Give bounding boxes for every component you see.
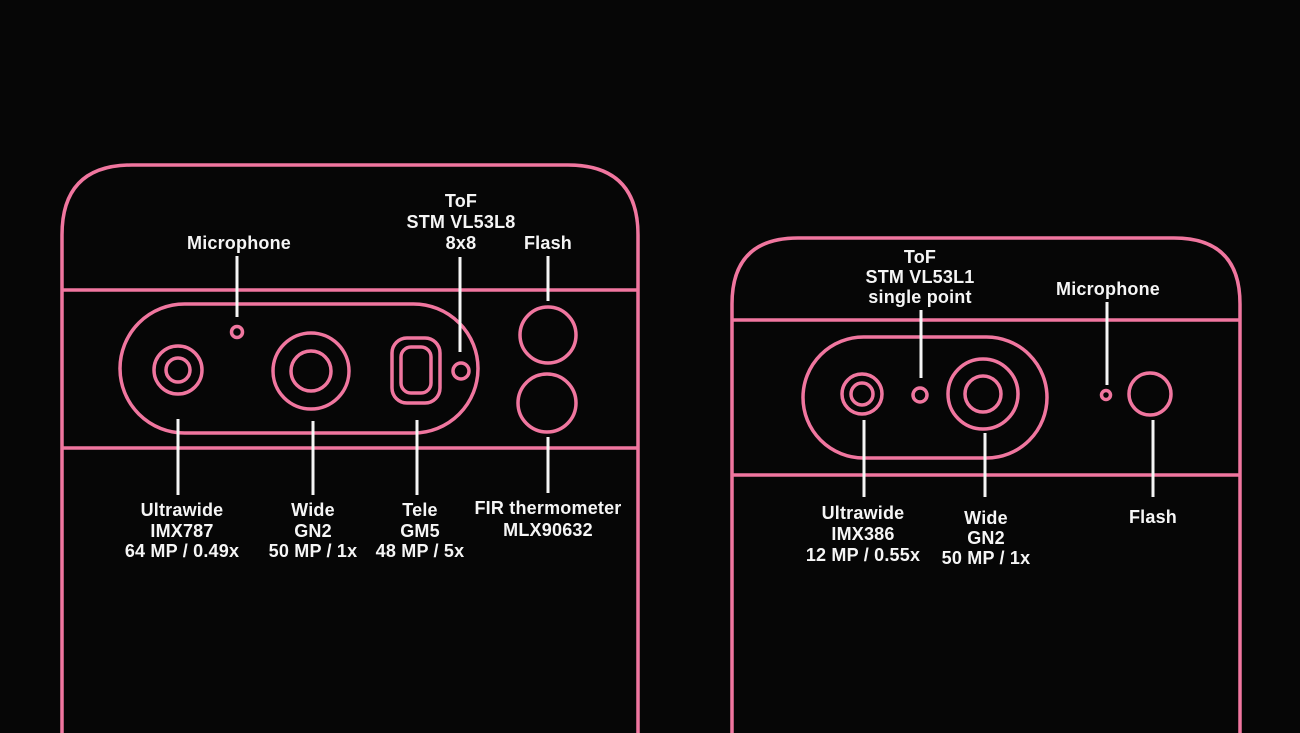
- right-phone: ToF STM VL53L1 single point Microphone U…: [730, 236, 1242, 733]
- left-camera-pill: [118, 302, 480, 435]
- left-tele-label-line3: 48 MP / 5x: [376, 541, 465, 561]
- right-wide-label-line3: 50 MP / 1x: [942, 548, 1031, 568]
- right-wide-lens-outer: [946, 357, 1020, 431]
- left-tof-label-line3: 8x8: [446, 233, 477, 253]
- left-microphone-hole: [229, 324, 245, 340]
- left-wide-label-line2: GN2: [294, 521, 332, 541]
- right-ultrawide-label-line3: 12 MP / 0.55x: [806, 545, 920, 565]
- left-flash-circle: [518, 305, 578, 365]
- left-fir-label-line1: FIR thermometer: [474, 498, 621, 518]
- right-tof-sensor: [911, 386, 929, 404]
- right-flash-label: Flash: [1129, 507, 1177, 527]
- right-microphone-hole: [1099, 388, 1113, 402]
- left-ultrawide-label-line1: Ultrawide: [141, 500, 224, 520]
- right-tof-label-line3: single point: [868, 287, 971, 307]
- left-tof-label-line2: STM VL53L8: [406, 212, 515, 232]
- right-microphone-label: Microphone: [1056, 279, 1160, 299]
- left-phone: Microphone ToF STM VL53L8 8x8 Flash Ultr…: [60, 163, 640, 733]
- left-tele-lens-inner: [399, 345, 433, 395]
- right-tof-label-line1: ToF: [904, 247, 936, 267]
- left-microphone-label: Microphone: [187, 233, 291, 253]
- right-ultrawide-lens-outer: [840, 372, 884, 416]
- right-wide-label-line2: GN2: [967, 528, 1005, 548]
- right-ultrawide-lens-inner: [849, 381, 875, 407]
- left-ultrawide-label-line3: 64 MP / 0.49x: [125, 541, 239, 561]
- left-ultrawide-lens-outer: [152, 344, 204, 396]
- right-camera-pill: [801, 335, 1049, 460]
- right-wide-lens-inner: [963, 374, 1003, 414]
- left-tof-label-line1: ToF: [445, 191, 477, 211]
- left-tele-label-line2: GM5: [400, 521, 440, 541]
- left-wide-label-line1: Wide: [291, 500, 335, 520]
- left-fir-thermometer-circle: [516, 372, 578, 434]
- left-ultrawide-label-line2: IMX787: [150, 521, 213, 541]
- left-wide-lens-inner: [289, 349, 333, 393]
- left-tele-label-line1: Tele: [402, 500, 437, 520]
- left-ultrawide-lens-inner: [164, 356, 192, 384]
- left-wide-label-line3: 50 MP / 1x: [269, 541, 358, 561]
- right-flash-circle: [1127, 371, 1173, 417]
- right-wide-label-line1: Wide: [964, 508, 1008, 528]
- right-tof-label-line2: STM VL53L1: [865, 267, 974, 287]
- left-fir-label-line2: MLX90632: [503, 520, 593, 540]
- right-ultrawide-label-line2: IMX386: [831, 524, 894, 544]
- left-phone-outline: [60, 163, 640, 733]
- right-phone-outline: [730, 236, 1242, 733]
- right-ultrawide-label-line1: Ultrawide: [822, 503, 905, 523]
- left-tof-sensor: [451, 361, 471, 381]
- left-flash-label: Flash: [524, 233, 572, 253]
- left-tele-lens-outer: [390, 336, 442, 405]
- left-wide-lens-outer: [271, 331, 351, 411]
